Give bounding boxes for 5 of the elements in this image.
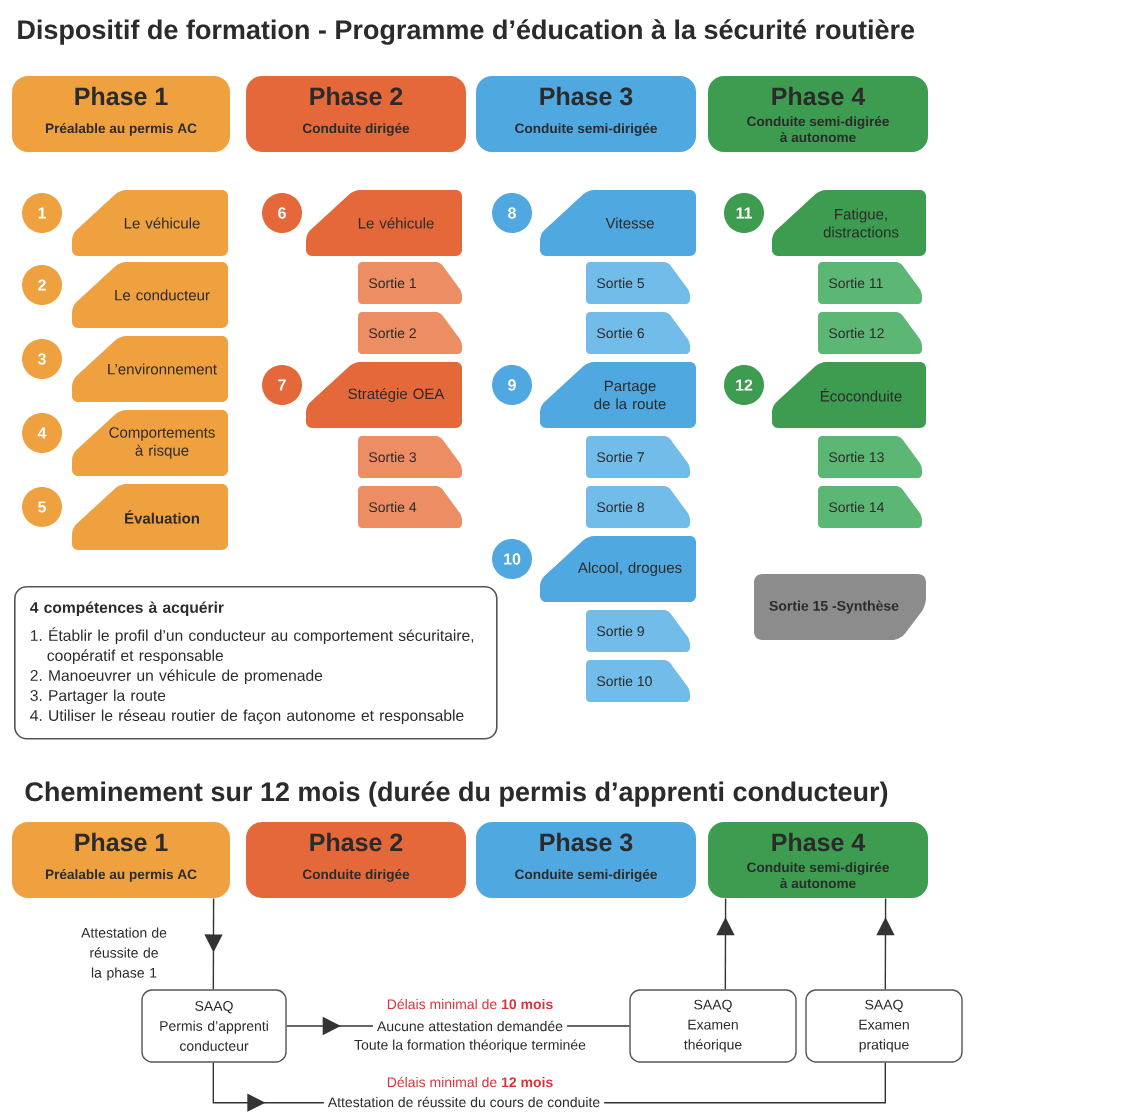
arrow	[876, 897, 895, 990]
arrow	[204, 897, 223, 990]
section-title: Cheminement sur 12 mois (durée du permis d’apprenti conducteur)	[25, 781, 888, 807]
title: Dispositif de formation - Programme d’éducation à la sécurité routière	[18, 19, 915, 45]
arrow	[716, 897, 735, 990]
